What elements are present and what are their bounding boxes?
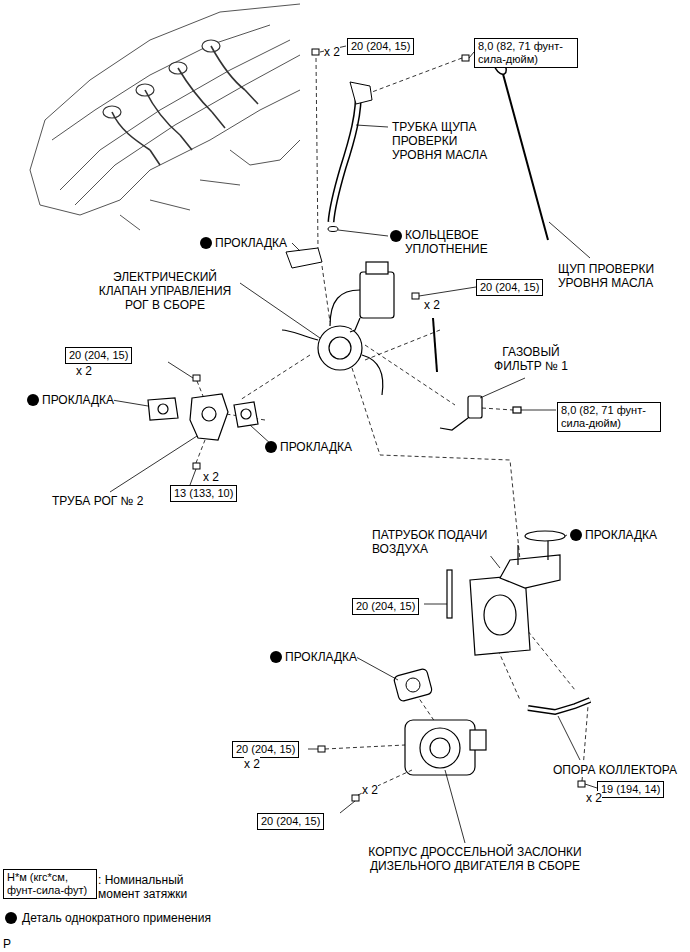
torque-box: 8,0 (82, 71 фунт-сила-дюйм) [557, 402, 661, 432]
torque-box: 20 (204, 15) [65, 347, 132, 364]
part-name: КОЛЬЦЕВОЕ УПЛОТНЕНИЕ [405, 228, 505, 256]
part-name: ПРОКЛАДКА [42, 393, 114, 407]
part-name: ПРОКЛАДКА [585, 528, 657, 542]
quantity-mark: x 2 [324, 45, 340, 59]
part-name: ТРУБА РОГ № 2 [52, 494, 143, 508]
torque-box: 20 (204, 15) [352, 598, 419, 615]
part-name: ЭЛЕКТРИЧЕСКИЙ КЛАПАН УПРАВЛЕНИЯ РОГ В СБ… [90, 270, 240, 312]
legend-text: : Номинальный момент затяжки [98, 873, 213, 901]
torque-box: 20 (204, 15) [257, 813, 324, 830]
torque-value: 20 (204, 15) [480, 281, 539, 294]
torque-box: 8,0 (82, 71 фунт-сила-дюйм) [474, 38, 578, 68]
torque-box: 20 (204, 15) [476, 279, 543, 296]
torque-value: 20 (204, 15) [69, 349, 128, 362]
part-name: ГАЗОВЫЙ ФИЛЬТР № 1 [484, 345, 578, 373]
quantity-mark: x 2 [203, 470, 219, 484]
part-name: КОРПУС ДРОССЕЛЬНОЙ ЗАСЛОНКИ ДИЗЕЛЬНОГО Д… [330, 845, 620, 873]
torque-value: 20 (204, 15) [356, 600, 415, 613]
part-name: ПРОКЛАДКА [280, 440, 352, 454]
torque-box: 19 (194, 14) [597, 781, 664, 798]
torque-box: 13 (133, 10) [170, 485, 237, 502]
torque-box: 20 (204, 15) [232, 741, 299, 758]
part-name: ОПОРА КОЛЛЕКТОРА [553, 763, 677, 777]
legend-text: Деталь однократного применения [22, 911, 211, 925]
quantity-mark: Р [3, 937, 11, 951]
part-name: ЩУП ПРОВЕРКИ УРОВНЯ МАСЛА [558, 262, 676, 290]
torque-box: 20 (204, 15) [347, 38, 414, 55]
torque-value: 8,0 (82, 71 фунт-сила-дюйм) [561, 404, 657, 430]
quantity-mark: x 2 [586, 791, 602, 805]
torque-box: Н*м (кгс*см, фунт-сила-фут) [3, 869, 97, 899]
part-name: ПРОКЛАДКА [215, 236, 287, 250]
part-name: ПАТРУБОК ПОДАЧИ ВОЗДУХА [372, 528, 497, 556]
single-use-dot [5, 230, 582, 924]
part-name: ТРУБКА ЩУПА ПРОВЕРКИ УРОВНЯ МАСЛА [392, 120, 498, 162]
quantity-mark: x 2 [76, 364, 92, 378]
torque-value: 13 (133, 10) [174, 487, 233, 500]
torque-value: 20 (204, 15) [236, 743, 295, 756]
torque-value: 20 (204, 15) [261, 815, 320, 828]
quantity-mark: x 2 [362, 783, 378, 797]
quantity-mark: x 2 [244, 757, 260, 771]
torque-value: 19 (194, 14) [601, 783, 660, 796]
torque-value: Н*м (кгс*см, фунт-сила-фут) [7, 871, 93, 897]
quantity-mark: x 2 [424, 298, 440, 312]
torque-value: 8,0 (82, 71 фунт-сила-дюйм) [478, 40, 574, 66]
torque-value: 20 (204, 15) [351, 40, 410, 53]
part-name: ПРОКЛАДКА [285, 650, 357, 664]
